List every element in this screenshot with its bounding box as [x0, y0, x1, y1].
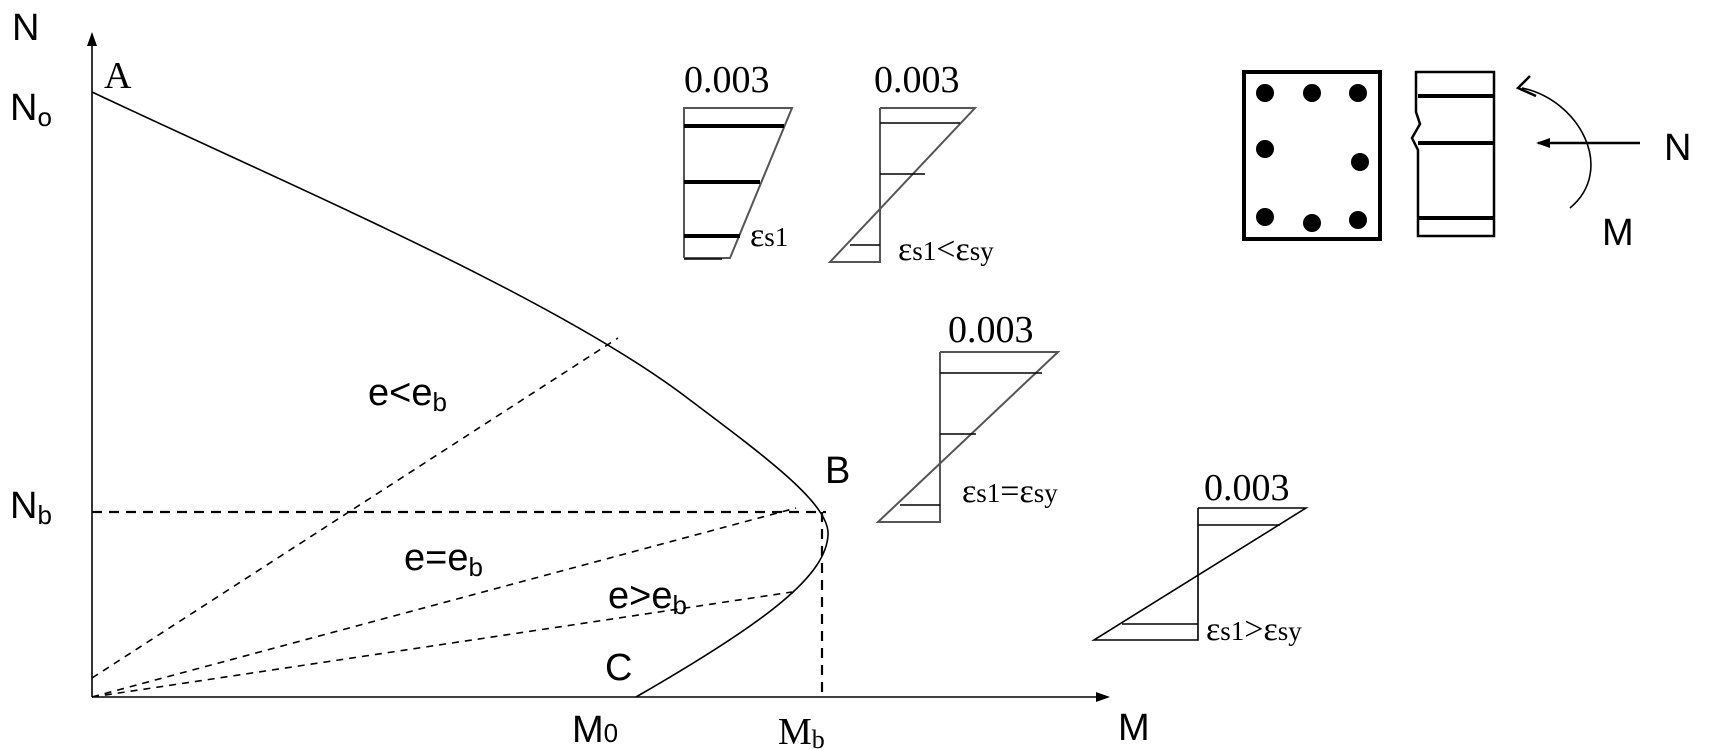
column-cross-section — [1242, 70, 1382, 241]
strain-3-top: 0.003 — [948, 309, 1034, 351]
rebar — [1349, 211, 1367, 229]
strain-2-top: 0.003 — [874, 59, 960, 101]
moment-arrow — [1521, 87, 1592, 209]
ray-e-balanced — [91, 507, 797, 698]
rebar — [1303, 214, 1321, 232]
strain-1-top: 0.003 — [684, 59, 770, 101]
e-balanced-label: e=eb — [404, 537, 483, 582]
e-less-label: e<eb — [368, 372, 447, 417]
point-c-label: C — [605, 647, 632, 689]
ray-e-less — [91, 337, 619, 679]
nb-label: Nb — [10, 485, 52, 530]
point-a-label: A — [104, 55, 132, 97]
strain-3-label: εs1=εsy — [962, 473, 1058, 510]
strain-diagram-4: 0.003 εs1>εsy — [1091, 467, 1309, 648]
rebar — [1256, 140, 1274, 158]
strain-4-label: εs1>εsy — [1206, 611, 1302, 648]
mb-label: Mb — [778, 711, 825, 750]
rebar — [1349, 84, 1367, 102]
moment-arrow-head — [1515, 75, 1537, 98]
strain-diagram-2: 0.003 εs1<εsy — [827, 59, 994, 268]
axial-force-label: N — [1664, 127, 1691, 169]
strain-1-label: εs1 — [750, 217, 788, 254]
point-b-label: B — [825, 450, 850, 492]
y-axis-label: N — [12, 7, 39, 49]
rebar — [1256, 84, 1274, 102]
rebar — [1303, 84, 1321, 102]
ray-e-greater — [91, 591, 793, 698]
e-greater-label: e>eb — [608, 575, 687, 620]
m0-label: M0 — [572, 709, 618, 750]
strain-2-label: εs1<εsy — [898, 231, 994, 268]
strain-diagram-1: 0.003 εs1 — [683, 59, 794, 260]
rebar — [1256, 208, 1274, 226]
moment-label: M — [1602, 212, 1634, 254]
interaction-curve — [91, 91, 829, 698]
rebar — [1351, 153, 1369, 171]
strain-4-top: 0.003 — [1204, 467, 1290, 509]
column-elevation — [1410, 70, 1496, 238]
strain-diagram-3: 0.003 εs1=εsy — [875, 309, 1061, 523]
x-axis-label: M — [1118, 707, 1150, 749]
n0-label: No — [10, 87, 52, 132]
